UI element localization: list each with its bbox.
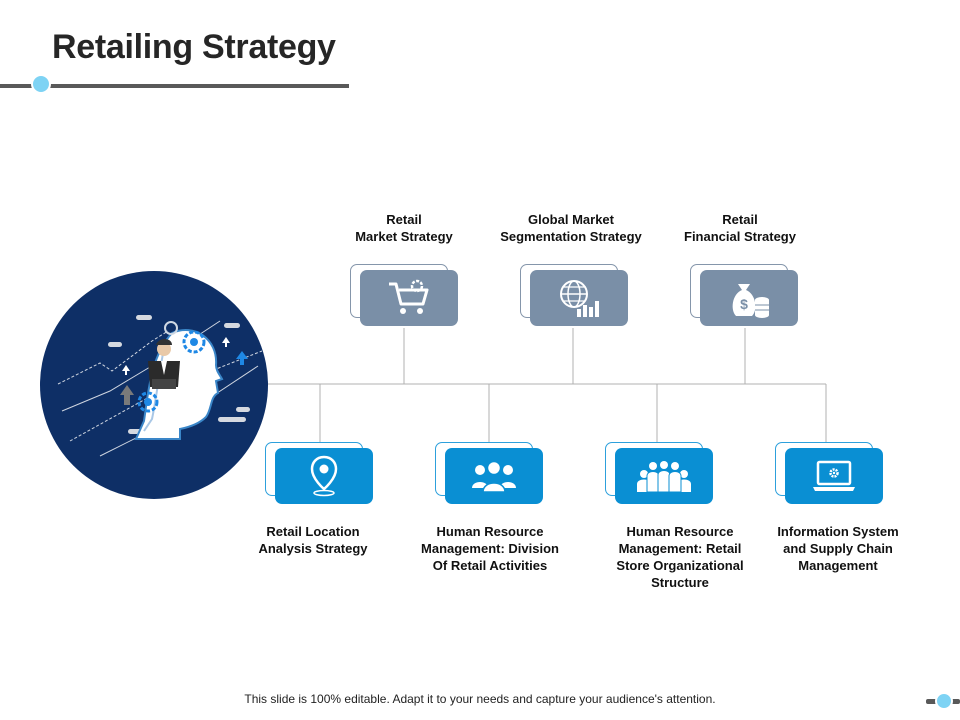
title-underline: [0, 84, 349, 88]
label-global-market-segmentation: Global Market Segmentation Strategy: [500, 212, 642, 244]
card-retail-market-strategy: [350, 264, 458, 326]
location-pin-icon: [310, 455, 338, 497]
card-global-market-segmentation: [520, 264, 628, 326]
label-retail-financial-strategy: Retail Financial Strategy: [684, 212, 796, 244]
card-retail-location-analysis: [265, 442, 373, 504]
laptop-gear-icon: [813, 460, 855, 491]
team-icon: [472, 460, 516, 493]
svg-text:$: $: [740, 296, 748, 312]
businessman-icon: [148, 339, 180, 389]
card-retail-financial-strategy: $: [690, 264, 798, 326]
globe-chart-icon: [560, 280, 599, 317]
label-hr-organizational-structure: Human Resource Management: Retail Store …: [616, 524, 744, 590]
money-bag-icon: $: [732, 284, 769, 318]
card-hr-organizational-structure: [605, 442, 713, 504]
card-information-system-supply-chain: [775, 442, 883, 504]
card-hr-division-of-activities: [435, 442, 543, 504]
title-accent-dot: [31, 74, 51, 94]
shopping-cart-icon: [389, 279, 429, 314]
label-retail-location-analysis: Retail Location Analysis Strategy: [258, 524, 368, 556]
head-silhouette-icon: [134, 329, 224, 440]
arrow-up-icons: [120, 337, 248, 405]
group-icon: [637, 461, 691, 493]
slide-title: Retailing Strategy: [52, 28, 336, 66]
label-retail-market-strategy: Retail Market Strategy: [355, 212, 453, 244]
hero-illustration: [40, 271, 268, 499]
footer-accent-dot: [935, 692, 953, 710]
label-hr-division-of-activities: Human Resource Management: Division Of R…: [421, 524, 559, 573]
label-information-system-supply-chain: Information System and Supply Chain Mana…: [777, 524, 899, 573]
footer-note: This slide is 100% editable. Adapt it to…: [244, 692, 716, 706]
